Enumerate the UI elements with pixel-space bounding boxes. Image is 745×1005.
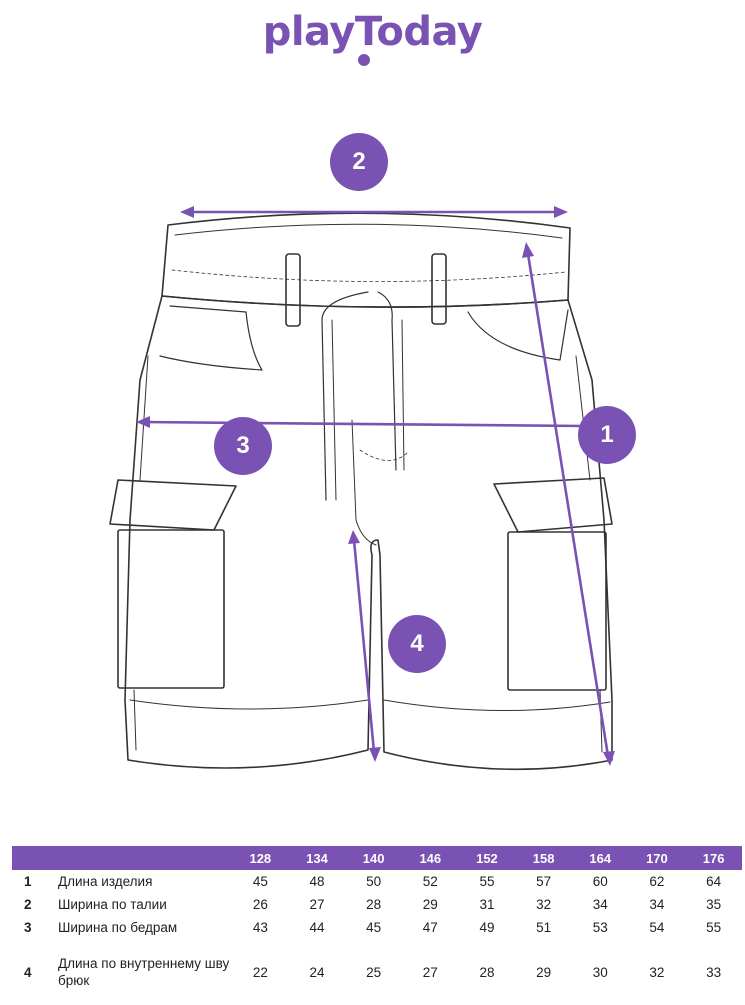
cell: 28 xyxy=(479,964,495,980)
cell: 44 xyxy=(309,920,325,935)
arrow-2-right xyxy=(554,206,568,218)
cargo-pocket-right xyxy=(507,531,607,691)
cell: 29 xyxy=(536,964,552,980)
drawstring-right-inner xyxy=(401,319,405,471)
cell: 45 xyxy=(252,874,268,889)
row-number: 4 xyxy=(24,964,32,980)
table-row: 3 Ширина по бедрам 43 44 45 47 49 51 53 … xyxy=(12,916,742,939)
cell: 34 xyxy=(649,897,665,912)
size-176: 176 xyxy=(685,846,742,870)
cell: 57 xyxy=(536,874,552,889)
table-row: 2 Ширина по талии 26 27 28 29 31 32 34 3… xyxy=(12,893,742,916)
arrow-1-top xyxy=(522,242,534,258)
cell: 48 xyxy=(309,874,325,889)
arrow-3-left xyxy=(136,416,150,428)
cell: 50 xyxy=(366,874,382,889)
cell: 26 xyxy=(252,897,268,912)
cell: 64 xyxy=(706,874,722,889)
table-row: 4 Длина по внутреннему шву брюк 22 24 25… xyxy=(12,939,742,1005)
waistband-outline xyxy=(161,212,571,308)
front-pocket-left xyxy=(159,305,263,371)
arrow-2-left xyxy=(180,206,194,218)
cell: 49 xyxy=(479,920,495,935)
brand-logo-dot xyxy=(358,54,370,66)
cell: 31 xyxy=(479,897,495,912)
cell: 55 xyxy=(479,874,495,889)
size-164: 164 xyxy=(571,846,629,870)
measure-line-3 xyxy=(140,420,586,428)
cell: 22 xyxy=(252,964,268,980)
row-label: Длина изделия xyxy=(58,874,153,889)
measure-badge-2: 2 xyxy=(330,133,388,191)
brand-logo: playToday xyxy=(0,4,745,68)
cell: 28 xyxy=(366,897,382,912)
cell: 27 xyxy=(309,897,325,912)
measure-line-4 xyxy=(352,538,376,754)
fly-curve xyxy=(359,449,409,461)
cell: 33 xyxy=(706,964,722,980)
row-label: Ширина по талии xyxy=(58,897,167,912)
size-170: 170 xyxy=(628,846,686,870)
cell: 60 xyxy=(592,874,608,889)
side-seam-left xyxy=(133,355,149,751)
right-hem xyxy=(383,699,611,711)
cell: 25 xyxy=(366,964,382,980)
row-number: 2 xyxy=(24,897,32,912)
row-label: Длина по внутреннему шву брюк xyxy=(58,956,230,988)
row-number: 3 xyxy=(24,920,32,935)
waistband-inner xyxy=(174,223,563,239)
cell: 47 xyxy=(422,920,438,935)
row-label: Ширина по бедрам xyxy=(58,920,178,935)
size-table: 128 134 140 146 152 158 164 170 176 1 Дл… xyxy=(12,846,742,1005)
table-row: 1 Длина изделия 45 48 50 52 55 57 60 62 … xyxy=(12,870,742,893)
size-152: 152 xyxy=(458,846,516,870)
cell: 24 xyxy=(309,964,325,980)
cell: 54 xyxy=(649,920,665,935)
cell: 27 xyxy=(422,964,438,980)
size-146: 146 xyxy=(401,846,459,870)
measure-line-1 xyxy=(526,252,610,758)
drawstring-right xyxy=(377,291,397,471)
drawstring-left-inner xyxy=(331,319,337,501)
size-header-row: 128 134 140 146 152 158 164 170 176 xyxy=(12,846,742,870)
cell: 51 xyxy=(536,920,552,935)
cell: 43 xyxy=(252,920,268,935)
size-140: 140 xyxy=(345,846,402,870)
shorts-body xyxy=(124,295,613,771)
front-pocket-right xyxy=(467,309,569,361)
cell: 30 xyxy=(592,964,608,980)
left-hem xyxy=(129,699,369,710)
cell: 53 xyxy=(592,920,608,935)
cargo-flap-right xyxy=(493,477,613,533)
drawstring-left xyxy=(321,291,369,501)
cell: 34 xyxy=(592,897,608,912)
brand-logo-text: playToday xyxy=(262,9,483,55)
belt-loop-left xyxy=(285,253,301,327)
cell: 32 xyxy=(536,897,552,912)
cargo-pocket-left xyxy=(117,529,225,689)
arrow-1-bottom xyxy=(603,751,615,766)
row-number: 1 xyxy=(24,874,32,889)
cell: 35 xyxy=(706,897,722,912)
fly-stitch xyxy=(351,419,377,546)
cell: 45 xyxy=(366,920,382,935)
belt-loop-right xyxy=(431,253,447,325)
cell: 52 xyxy=(422,874,438,889)
cell: 55 xyxy=(706,920,722,935)
arrow-4-bottom xyxy=(369,747,381,762)
arrow-4-top xyxy=(348,530,360,544)
size-158: 158 xyxy=(515,846,572,870)
cell: 29 xyxy=(422,897,438,912)
cell: 32 xyxy=(649,964,665,980)
measure-badge-1: 1 xyxy=(578,406,636,464)
cell: 62 xyxy=(649,874,665,889)
size-134: 134 xyxy=(288,846,346,870)
cargo-flap-left xyxy=(109,479,237,531)
measure-badge-3: 3 xyxy=(214,417,272,475)
waistband-stitch xyxy=(171,269,567,282)
size-128: 128 xyxy=(232,846,289,870)
measure-badge-4: 4 xyxy=(388,615,446,673)
